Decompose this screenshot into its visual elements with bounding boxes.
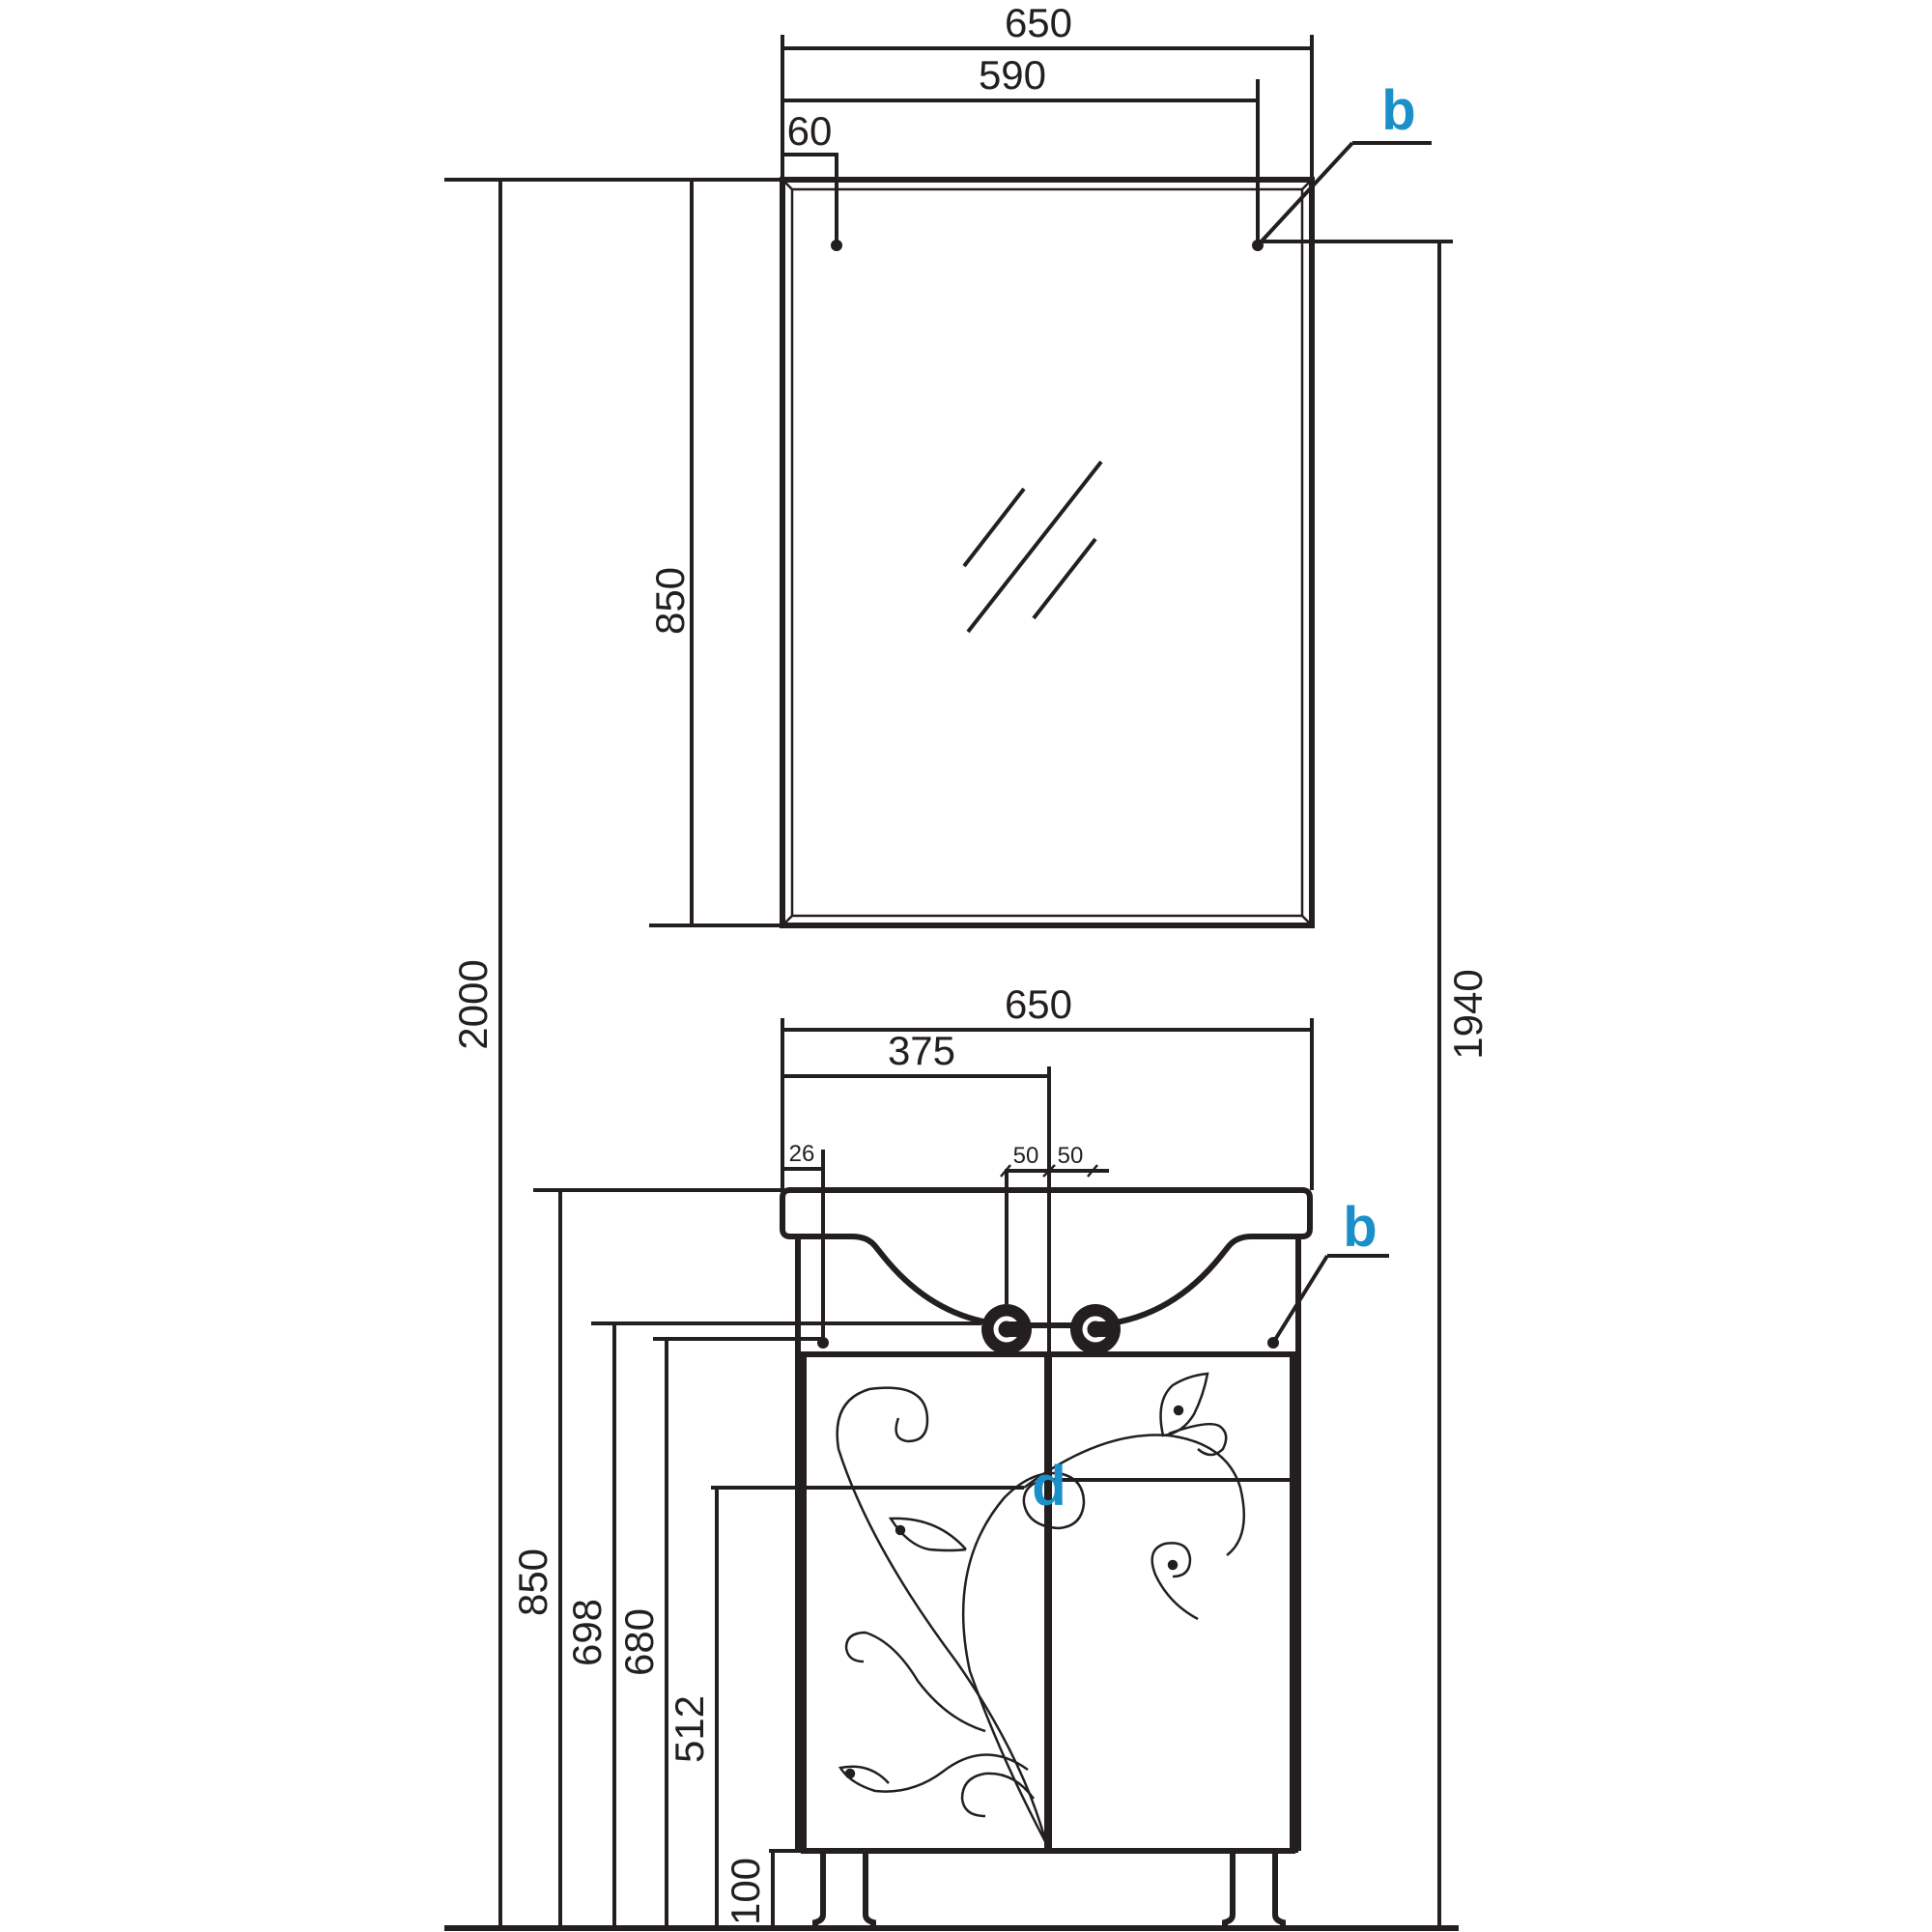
sink-top (780, 1187, 1313, 1328)
dim-698-label: 698 (564, 1599, 610, 1666)
cabinet-height-label: 850 (510, 1548, 555, 1616)
cabinet-dimensions: 650 375 26 50 50 (781, 981, 1314, 1354)
cabinet-width-label: 650 (1005, 981, 1072, 1027)
mirror-width-label: 650 (1005, 0, 1072, 45)
cabinet-marker-d-label: d (1032, 1455, 1065, 1518)
cabinet-hole-offset-label: 26 (789, 1141, 815, 1167)
mirror-height-label: 850 (647, 567, 693, 635)
cabinet-center-offset-label: 375 (888, 1028, 955, 1073)
mirror (780, 177, 1315, 928)
mirror-glare (962, 460, 1103, 634)
dim-680-label: 680 (616, 1608, 662, 1676)
mount-height-label: 1940 (1445, 969, 1491, 1059)
leg-height-label: 100 (723, 1858, 768, 1925)
cabinet-door-right (1046, 1351, 1295, 1854)
cabinet-marker-b-label: b (1343, 1196, 1377, 1259)
total-height-label: 2000 (450, 959, 496, 1049)
dim-512-label: 512 (667, 1695, 712, 1763)
cabinet (780, 1187, 1313, 1931)
mirror-inner-frame (790, 187, 1304, 918)
mirror-marker-b: b (1256, 79, 1432, 247)
mirror-hole-left (831, 240, 842, 251)
cabinet-marker-b: b (1271, 1196, 1389, 1345)
mirror-hole-offset-label: 60 (787, 108, 833, 154)
mirror-outer-frame (780, 177, 1315, 928)
pipe-fitting-left (981, 1304, 1032, 1354)
pipe-fitting-right (1070, 1304, 1121, 1354)
mirror-dimensions: 650 590 60 850 (444, 0, 1314, 927)
cabinet-leg-right (1222, 1851, 1286, 1931)
cabinet-height-dimensions: 850 698 680 512 100 (510, 1188, 1024, 1928)
cabinet-marker-d: d (1032, 1455, 1065, 1518)
cabinet-leg-left (812, 1851, 876, 1931)
tap-right-spacing-label: 50 (1058, 1143, 1084, 1169)
floral-decoration (836, 1372, 1246, 1848)
tap-left-spacing-label: 50 (1013, 1143, 1039, 1169)
mirror-marker-b-label: b (1381, 79, 1415, 142)
mirror-hole-spacing-label: 590 (979, 52, 1046, 98)
